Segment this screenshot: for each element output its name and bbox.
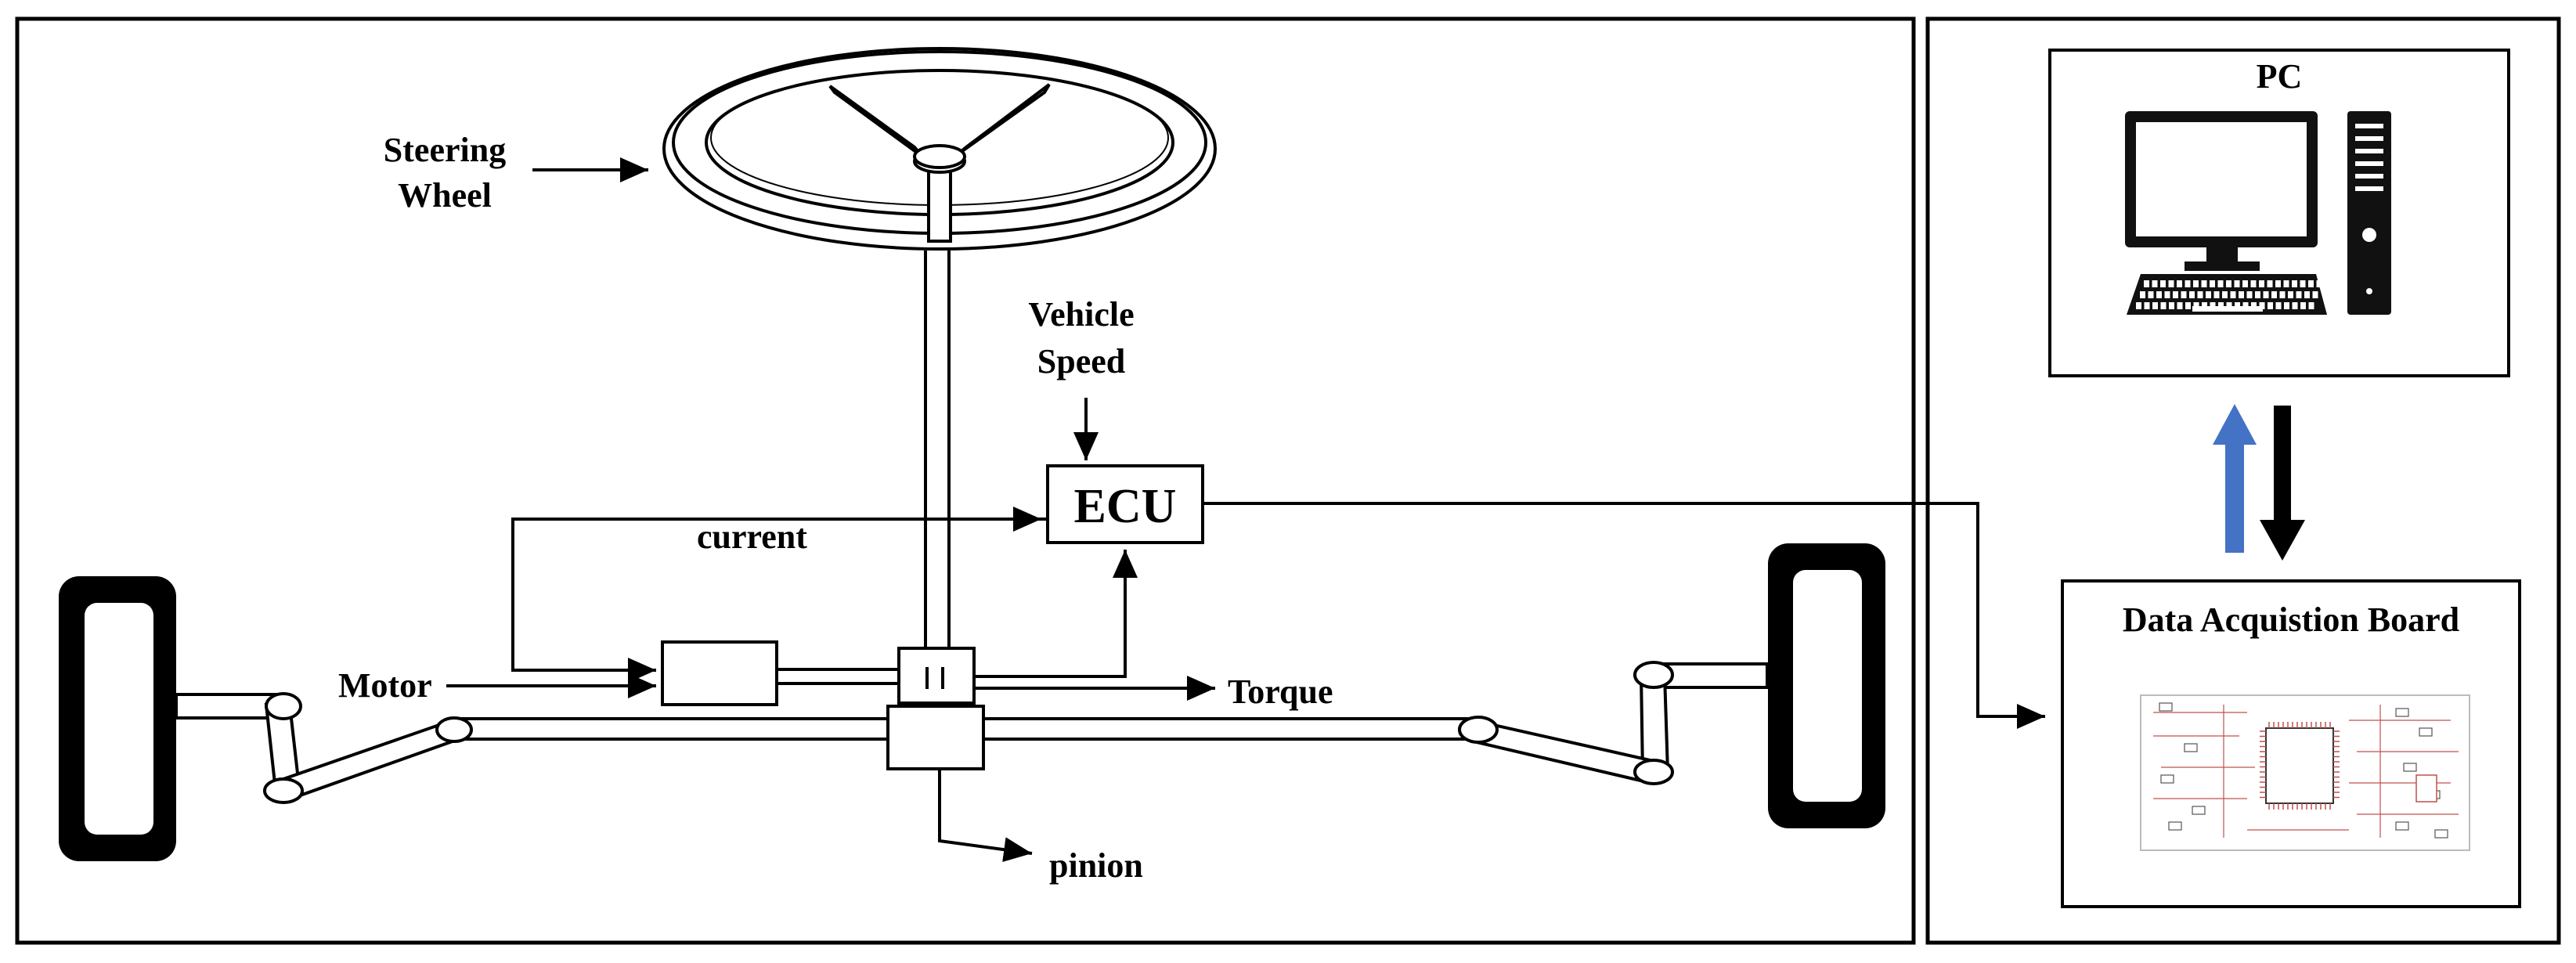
torque-label: Torque <box>1228 673 1333 711</box>
left-linkage <box>175 692 473 804</box>
pinion-box <box>886 705 985 770</box>
steering-wheel-icon <box>662 47 1217 251</box>
motor-shaft <box>777 668 899 685</box>
torque-sensor-box <box>897 647 976 705</box>
torque-to-ecu-line <box>974 550 1138 678</box>
board-schematic-image <box>2140 694 2470 851</box>
right-linkage <box>1458 661 1769 785</box>
ecu-box <box>1046 464 1204 544</box>
steering-wheel-label-line1: Steering <box>384 131 506 169</box>
steering-column <box>924 251 951 648</box>
acquisition-system-frame <box>1925 16 2561 945</box>
download-arrow-icon <box>2260 406 2305 561</box>
pinion-arrow <box>938 769 1033 863</box>
motor-label: Motor <box>338 666 432 705</box>
left-wheel-icon <box>59 576 176 861</box>
pinion-label: pinion <box>1049 846 1143 885</box>
desktop-computer-icon <box>2125 111 2391 315</box>
motor-box <box>661 640 778 706</box>
upload-arrow-icon <box>2213 404 2257 553</box>
pc-label: PC <box>2257 57 2303 96</box>
right-wheel-icon <box>1768 543 1885 828</box>
data-acquisition-board-label: Data Acquistion Board <box>2123 601 2459 639</box>
ecu-to-board-line <box>1203 502 2045 729</box>
vehicle-system-frame <box>15 16 1916 945</box>
steering-wheel-label-line2: Wheel <box>398 176 492 215</box>
vehicle-speed-label-line1: Vehicle <box>1028 295 1134 334</box>
ecu-label: ECU <box>1074 480 1177 533</box>
current-label: current <box>697 518 807 556</box>
vehicle-speed-label-line2: Speed <box>1037 342 1125 381</box>
